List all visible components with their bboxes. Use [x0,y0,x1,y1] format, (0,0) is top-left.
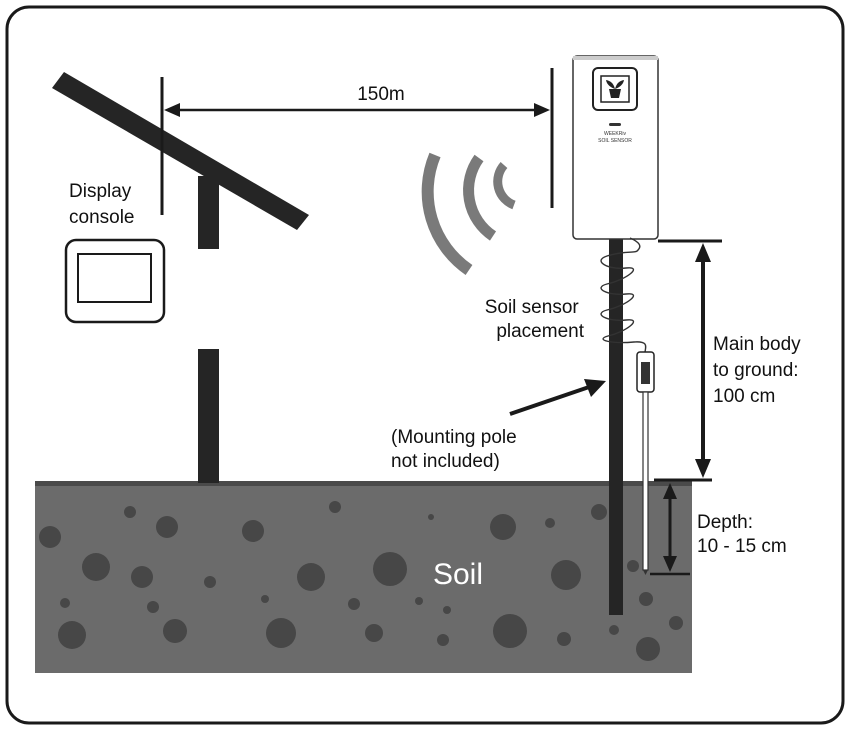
plant-pot [609,89,621,98]
soil-pebble [60,598,70,608]
soil-pebble [242,520,264,542]
distance-indicator: 150m [160,68,554,215]
soil-block: Soil [35,481,692,673]
soil-label: Soil [433,558,483,591]
soil-pebble [415,597,423,605]
depth-label-line2: 10 - 15 cm [697,536,787,557]
soil-pebble [147,601,159,613]
display-console-label-line2: console [69,207,135,228]
wireless-signal-icon [421,152,516,275]
soil-pebble [156,516,178,538]
panel-post-lower [198,349,219,483]
display-console-label-line1: Display [69,181,132,202]
distance-label: 150m [357,84,405,105]
soil-pebble [437,634,449,646]
soil-pebble [297,563,325,591]
depth-arrow-head-down [663,556,677,572]
mounting-pole-label-line1: (Mounting pole [391,427,517,448]
soil-pebble [551,560,581,590]
plant-leaf-left [606,80,615,89]
height-dimension: Main body to ground: 100 cm [654,239,806,482]
height-arrow-head-up [695,243,711,262]
soil-surface-line [35,481,692,486]
soil-sensor-placement-line1: Soil sensor [485,297,580,318]
display-console: Display console [64,181,166,324]
soil-pebble [204,576,216,588]
mounting-pole-arrow-head [584,379,606,397]
soil-sensor-placement-label: Soil sensor placement [485,297,585,342]
soil-pebble [163,619,187,643]
height-label: Main body to ground: 100 cm [713,334,806,407]
soil-sensor-placement-line2: placement [496,321,584,342]
sensor-model-text: SOIL SENSOR [598,138,632,144]
depth-label: Depth: 10 - 15 cm [697,512,787,557]
sensor-led-indicator [609,123,621,126]
display-console-label: Display console [69,181,137,228]
soil-pebble [493,614,527,648]
console-screen [77,253,152,303]
soil-pebble [131,566,153,588]
distance-arrow-head-right [534,103,550,117]
soil-pebble [669,616,683,630]
height-label-line1: Main body [713,334,801,355]
probe-rod [642,391,649,571]
depth-arrow-head-up [663,483,677,499]
probe-tip [643,570,648,575]
height-label-line3: 100 cm [713,386,775,407]
soil-pebble [428,514,434,520]
soil-pebble [490,514,516,540]
soil-pebble [329,501,341,513]
mounting-pole-label-line2: not included) [391,451,500,472]
soil-pebble [627,560,639,572]
soil-pebble [261,595,269,603]
soil-pebble [266,618,296,648]
soil-pebbles [39,501,683,661]
signal-wave-large [421,152,473,275]
sensor-brand-text: WEEKRiv [604,131,626,137]
soil-probe [600,237,655,575]
plant-icon [606,80,624,98]
soil-pebble [365,624,383,642]
probe-connector-grip [641,362,650,384]
depth-dimension: Depth: 10 - 15 cm [650,483,787,576]
height-label-line2: to ground: [713,360,799,381]
solar-panel-icon [52,72,309,483]
solar-panel-board [52,72,309,230]
soil-pebble [124,506,136,518]
soil-pebble [348,598,360,610]
sensor-housing-top-edge [573,56,658,60]
soil-pebble [639,592,653,606]
soil-pebble [82,553,110,581]
mounting-pole-label: (Mounting pole not included) [391,427,522,472]
panel-post-upper [198,176,219,249]
sensor-cable-coil [600,237,647,353]
height-arrow-head-down [695,459,711,478]
sensor-main-body: WEEKRiv SOIL SENSOR [572,55,659,615]
soil-pebble [545,518,555,528]
mounting-pole [609,225,623,615]
depth-label-line1: Depth: [697,512,753,533]
mounting-pole-callout: (Mounting pole not included) [391,379,606,472]
soil-pebble [591,504,607,520]
soil-pebble [609,625,619,635]
soil-pebble [39,526,61,548]
soil-pebble [636,637,660,661]
signal-wave-small [493,162,516,210]
soil-pebble [443,606,451,614]
soil-pebble [373,552,407,586]
signal-wave-medium [463,154,497,241]
soil-pebble [58,621,86,649]
mounting-pole-arrow-line [509,384,593,416]
distance-arrow-head-left [164,103,180,117]
soil-pebble [557,632,571,646]
plant-leaf-right [615,80,624,89]
